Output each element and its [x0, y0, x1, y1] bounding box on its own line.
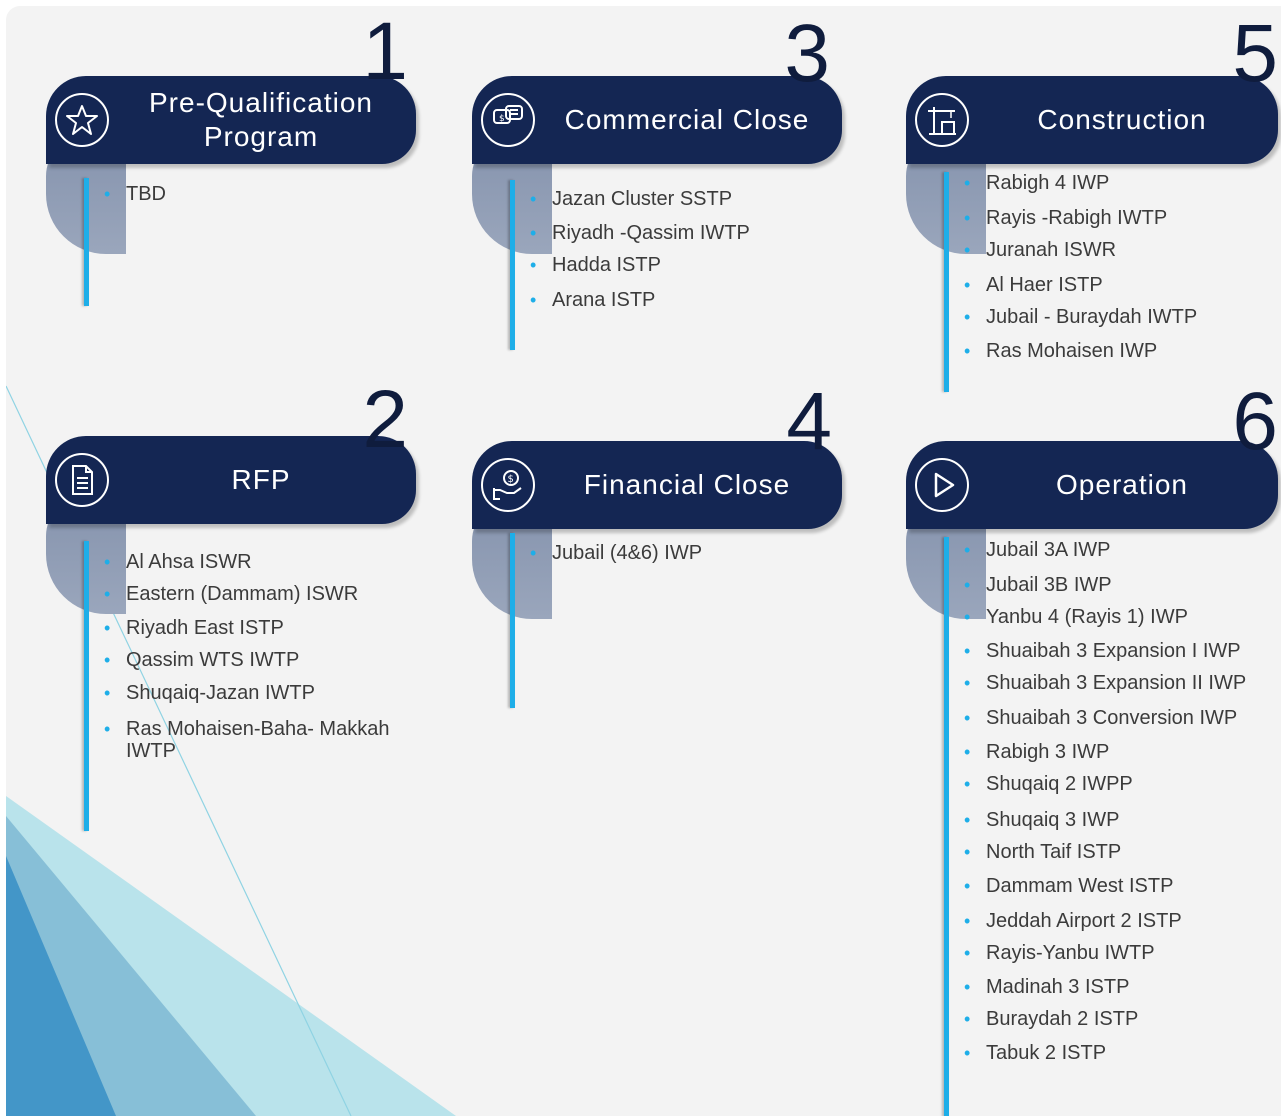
list-item: Jubail (4&6) IWP	[528, 542, 702, 564]
stage-connector-line	[944, 537, 949, 1116]
list-item: Arana ISTP	[528, 289, 750, 311]
list-item: Al Ahsa ISWR	[102, 551, 416, 573]
stage-header: $ Financial Close	[472, 441, 842, 529]
crane-icon	[915, 93, 969, 147]
list-item: Rayis-Yanbu IWTP	[962, 942, 1246, 964]
list-item: Juranah ISWR	[962, 239, 1197, 261]
list-item: Jeddah Airport 2 ISTP	[962, 910, 1246, 932]
list-item: Rayis -Rabigh IWTP	[962, 207, 1197, 229]
stage-header: RFP	[46, 436, 416, 524]
list-item: Shuaibah 3 Expansion II IWP	[962, 672, 1246, 694]
list-item: Tabuk 2 ISTP	[962, 1042, 1246, 1064]
list-item: TBD	[102, 183, 166, 205]
play-icon	[915, 458, 969, 512]
stage-title: Financial Close	[583, 469, 791, 500]
list-item: Shuaibah 3 Conversion IWP	[962, 707, 1246, 729]
list-item: Qassim WTS IWTP	[102, 649, 416, 671]
stage-header: Operation	[906, 441, 1278, 529]
project-list: Rabigh 4 IWP Rayis -Rabigh IWTP Juranah …	[962, 172, 1197, 362]
stage-number: 6	[1232, 376, 1278, 467]
stage-number: 4	[786, 376, 832, 467]
stage-number: 5	[1232, 8, 1278, 99]
stage-connector-line	[510, 533, 515, 708]
stage-title: Operation	[1056, 469, 1188, 500]
stage-title: Pre-Qualification Program	[149, 87, 373, 152]
stage-title: Commercial Close	[564, 104, 810, 135]
project-list: Al Ahsa ISWR Eastern (Dammam) ISWR Riyad…	[102, 551, 416, 762]
list-item: Dammam West ISTP	[962, 875, 1246, 897]
list-item: Eastern (Dammam) ISWR	[102, 583, 416, 605]
list-item: Shuaibah 3 Expansion I IWP	[962, 640, 1246, 662]
stage-header: $ Commercial Close	[472, 76, 842, 164]
list-item: Ras Mohaisen-Baha- Makkah IWTP	[102, 718, 416, 762]
list-item: Rabigh 3 IWP	[962, 741, 1246, 763]
list-item: Ras Mohaisen IWP	[962, 340, 1197, 362]
stage-header: Construction	[906, 76, 1278, 164]
stage-number: 1	[362, 6, 408, 97]
stage-connector-line	[84, 178, 89, 306]
document-icon	[55, 453, 109, 507]
project-list: Jubail 3A IWP Jubail 3B IWP Yanbu 4 (Ray…	[962, 539, 1246, 1064]
list-item: Riyadh -Qassim IWTP	[528, 222, 750, 244]
stage-title: RFP	[231, 464, 291, 495]
stage-connector-line	[84, 541, 89, 831]
stage-connector-line	[944, 172, 949, 392]
stage-header: Pre-Qualification Program	[46, 76, 416, 164]
project-list: TBD	[102, 183, 166, 205]
list-item: North Taif ISTP	[962, 841, 1246, 863]
svg-text:$: $	[499, 114, 505, 124]
stage-number: 2	[362, 374, 408, 465]
stage-title: Construction	[1037, 104, 1207, 135]
list-item: Jubail 3B IWP	[962, 574, 1246, 596]
list-item: Madinah 3 ISTP	[962, 976, 1246, 998]
list-item: Shuqaiq 3 IWP	[962, 809, 1246, 831]
list-item: Buraydah 2 ISTP	[962, 1008, 1246, 1030]
decorative-triangles	[6, 385, 456, 1116]
list-item: Shuqaiq 2 IWPP	[962, 773, 1246, 795]
svg-text:$: $	[508, 474, 514, 485]
list-item: Jubail 3A IWP	[962, 539, 1246, 561]
list-item: Riyadh East ISTP	[102, 617, 416, 639]
stage-number: 3	[784, 8, 830, 99]
slide-canvas: 1 Pre-Qualification Program TBD 2 RFP Al…	[6, 6, 1281, 1116]
list-item: Yanbu 4 (Rayis 1) IWP	[962, 606, 1246, 628]
list-item: Al Haer ISTP	[962, 274, 1197, 296]
list-item: Shuqaiq-Jazan IWTP	[102, 682, 416, 704]
project-list: Jazan Cluster SSTP Riyadh -Qassim IWTP H…	[528, 188, 750, 311]
stage-connector-line	[510, 180, 515, 350]
project-list: Jubail (4&6) IWP	[528, 542, 702, 564]
chat-bubbles-icon: $	[481, 93, 535, 147]
list-item: Jubail - Buraydah IWTP	[962, 306, 1197, 328]
list-item: Rabigh 4 IWP	[962, 172, 1197, 194]
list-item: Jazan Cluster SSTP	[528, 188, 750, 210]
list-item: Hadda ISTP	[528, 254, 750, 276]
star-icon	[55, 93, 109, 147]
hand-coin-icon: $	[481, 458, 535, 512]
